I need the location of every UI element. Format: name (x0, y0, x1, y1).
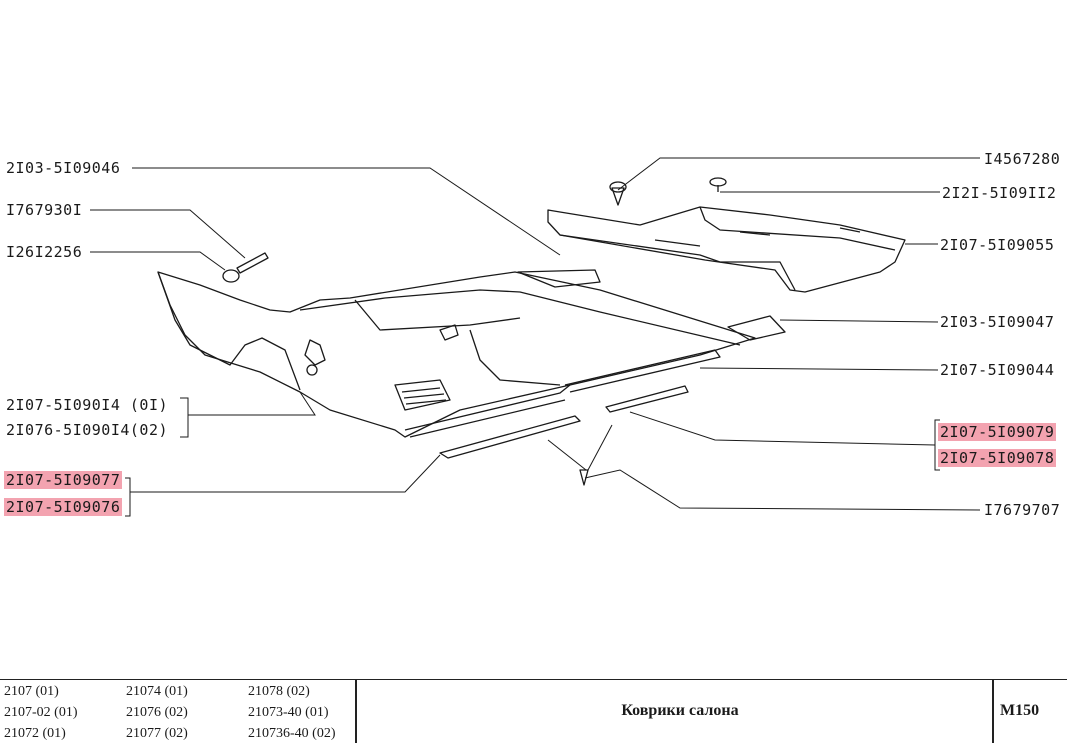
part-label-21076-5109014: 2I076-5I090I4(02) (6, 421, 169, 439)
part-label-2107-5109078: 2I07-5I09078 (938, 449, 1057, 467)
model-list-col3: 21078 (02) 21073-40 (01) 210736-40 (02) (248, 681, 336, 744)
part-label-2107-5109077: 2I07-5I09077 (4, 471, 123, 489)
sill-strip-left (439, 415, 581, 459)
footer-divider (992, 679, 994, 743)
model-item: 2107-02 (01) (4, 705, 78, 720)
part-label-12612256: I26I2256 (6, 243, 83, 261)
model-item: 21074 (01) (126, 684, 188, 699)
part-label-17679301: I767930I (6, 201, 83, 219)
part-label-2121-5109112: 2I2I-5I09II2 (942, 184, 1057, 202)
front-flap-right (727, 315, 786, 341)
model-item: 21072 (01) (4, 726, 66, 741)
front-flap-left (517, 269, 601, 288)
footer-table (0, 679, 1067, 744)
model-item: 2107 (01) (4, 684, 59, 699)
part-label-2103-5109046: 2I03-5I09046 (6, 159, 121, 177)
screw (236, 252, 269, 274)
model-list-col2: 21074 (01) 21076 (02) 21077 (02) (126, 681, 188, 744)
part-label-2107-5109055: 2I07-5I09055 (940, 236, 1055, 254)
model-item: 21077 (02) (126, 726, 188, 741)
model-item: 21078 (02) (248, 684, 310, 699)
page-code: M150 (1000, 702, 1040, 719)
part-label-2107-5109014: 2I07-5I090I4 (0I) (6, 396, 169, 414)
model-item: 210736-40 (02) (248, 726, 336, 741)
page-title: Коврики салона (621, 702, 739, 719)
model-item: 21073-40 (01) (248, 705, 329, 720)
part-label-2107-5109044: 2I07-5I09044 (940, 361, 1055, 379)
part-label-2107-5109079: 2I07-5I09079 (938, 423, 1057, 441)
model-list-col1: 2107 (01) 2107-02 (01) 21072 (01) (4, 681, 78, 744)
part-label-2107-5109076: 2I07-5I09076 (4, 498, 123, 516)
part-label-17679707: I7679707 (984, 501, 1061, 519)
model-item: 21076 (02) (126, 705, 188, 720)
rear-floor-mat (547, 206, 906, 293)
front-floor-mat (157, 271, 756, 438)
part-label-2103-5109047: 2I03-5I09047 (940, 313, 1055, 331)
footer-divider (355, 679, 357, 743)
sill-strip-right (605, 385, 689, 413)
part-label-14567280: I4567280 (984, 150, 1061, 168)
floor-mats-exploded-diagram (90, 157, 981, 517)
